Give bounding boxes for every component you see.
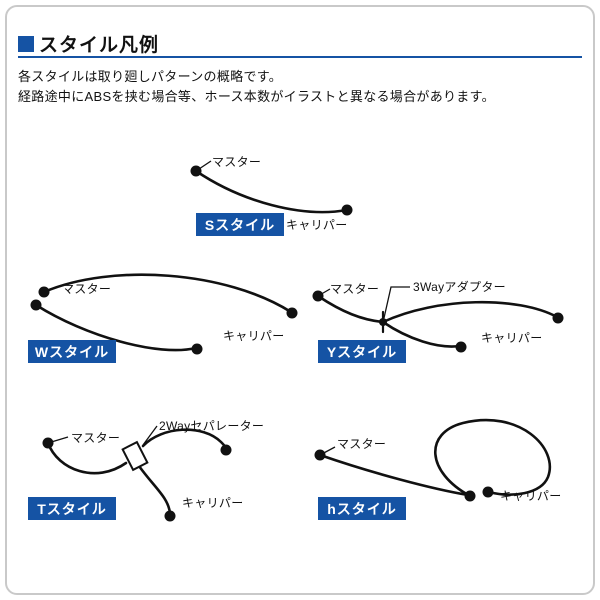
t-caliper-dot-1 (220, 444, 232, 456)
w-caliper-label: キャリパー (223, 329, 285, 343)
y-master-dot (312, 290, 324, 302)
h-style-hose-main (318, 453, 470, 497)
y-3way-adapter-label: 3Wayアダプター (413, 280, 506, 294)
t-master-label: マスター (71, 431, 121, 445)
s-caliper-label: キャリパー (286, 218, 348, 232)
t-style-branch-lower (137, 464, 172, 515)
s-caliper-dot (341, 204, 353, 216)
page-title-text: スタイル凡例 (39, 35, 160, 56)
h-master-dot (314, 449, 326, 461)
y-style-hose-in (316, 294, 385, 324)
y-caliper-dot-2 (455, 341, 467, 353)
w-master-dot-2 (30, 299, 42, 311)
w-style-hose-2 (34, 303, 198, 352)
t-style-2way-separator-box (121, 440, 149, 472)
s-style-hose (194, 169, 349, 214)
h-master-label: マスター (337, 437, 387, 451)
w-master-label: マスター (62, 282, 112, 296)
y-master-label: マスター (330, 282, 380, 296)
s-style-name-box: Sスタイル (196, 213, 284, 236)
y-style-branch-upper (381, 300, 559, 324)
s-master-label: マスター (212, 155, 262, 169)
y-style-branch-lower (381, 320, 462, 348)
s-master-dot (190, 165, 202, 177)
t-style-hose-in (46, 441, 128, 475)
t-2way-separator-leader-line (142, 425, 158, 446)
t-2way-separator-label: 2Wayセパレーター (159, 419, 265, 433)
title-underline (18, 56, 582, 58)
h-caliper-label: キャリパー (500, 489, 562, 503)
y-caliper-label: キャリパー (481, 331, 543, 345)
h-caliper-dot-2 (482, 486, 494, 498)
w-caliper-dot-1 (286, 307, 298, 319)
h-style-loop (434, 418, 551, 498)
w-caliper-dot-2 (191, 343, 203, 355)
t-master-dot (42, 437, 54, 449)
h-caliper-dot-1 (464, 490, 476, 502)
w-style-hose-1 (42, 273, 293, 314)
title-bullet-square-icon (18, 35, 34, 52)
y-junction-dot (379, 318, 387, 326)
t-style-name-box: Tスタイル (28, 497, 116, 520)
w-master-dot-1 (38, 286, 50, 298)
description-line-1: 各スタイルは取り廻しパターンの概略です。 (18, 69, 283, 84)
y-caliper-dot-1 (552, 312, 564, 324)
y-3way-adapter-leader-line (383, 286, 410, 319)
description-line-2: 経路途中にABSを挟む場合等、ホース本数がイラストと異なる場合があります。 (18, 89, 495, 104)
t-caliper-label: キャリパー (182, 496, 244, 510)
t-caliper-dot-2 (164, 510, 176, 522)
w-style-name-box: Wスタイル (28, 340, 116, 363)
page-title: スタイル凡例 (18, 30, 159, 57)
y-style-name-box: Yスタイル (318, 340, 406, 363)
h-style-name-box: hスタイル (318, 497, 406, 520)
